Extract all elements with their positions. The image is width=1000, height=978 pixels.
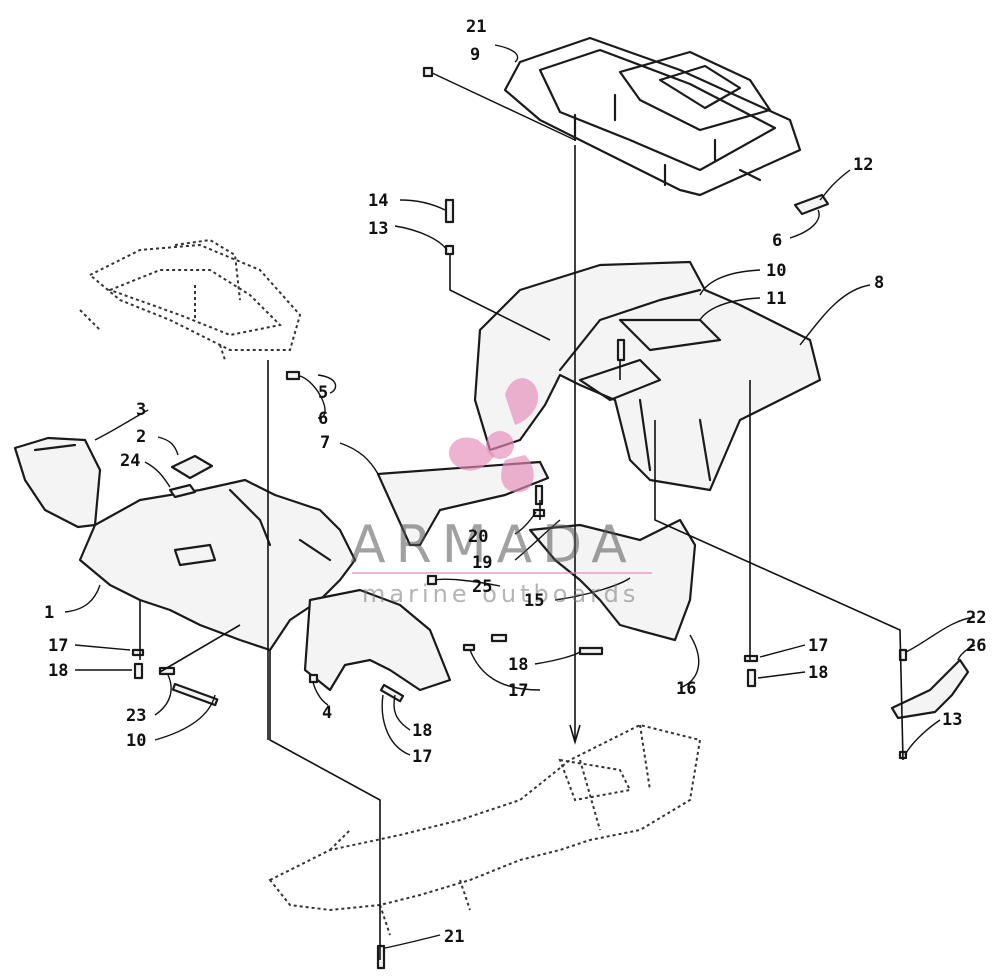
callout-25: 25 bbox=[472, 577, 492, 597]
callout-14: 14 bbox=[368, 191, 388, 211]
callout-12: 12 bbox=[853, 155, 873, 175]
callout-18: 18 bbox=[808, 663, 828, 683]
rear-rack-part bbox=[429, 36, 802, 197]
hitch-bracket-part bbox=[890, 658, 970, 720]
callout-24: 24 bbox=[120, 451, 140, 471]
callout-18: 18 bbox=[412, 721, 432, 741]
leader-lines bbox=[64, 44, 976, 949]
callout-9: 9 bbox=[470, 45, 480, 65]
callout-18: 18 bbox=[508, 655, 528, 675]
callout-18: 18 bbox=[48, 661, 68, 681]
callout-19: 19 bbox=[472, 553, 492, 573]
callout-17: 17 bbox=[48, 636, 68, 656]
callout-1: 1 bbox=[44, 603, 54, 623]
front-panel-part bbox=[13, 436, 102, 529]
watermark-propeller-icon bbox=[448, 378, 539, 493]
decal-2-part bbox=[170, 454, 214, 480]
callout-17: 17 bbox=[412, 747, 432, 767]
callout-6: 6 bbox=[772, 231, 782, 251]
front-fender-part bbox=[78, 478, 452, 692]
callout-13: 13 bbox=[942, 710, 962, 730]
callout-22: 22 bbox=[966, 608, 986, 628]
callout-20: 20 bbox=[468, 527, 488, 547]
callout-7: 7 bbox=[320, 433, 330, 453]
mud-guard-part bbox=[528, 518, 697, 642]
chassis-frame-part bbox=[268, 723, 702, 936]
callout-26: 26 bbox=[966, 636, 986, 656]
callout-labels: 21 9 12 6 14 13 10 11 8 5 6 3 2 7 24 20 … bbox=[44, 17, 986, 947]
callout-5: 5 bbox=[318, 383, 328, 403]
callout-2: 2 bbox=[136, 427, 146, 447]
bracket-12-part bbox=[793, 193, 830, 216]
callout-6: 6 bbox=[318, 409, 328, 429]
callout-15: 15 bbox=[524, 591, 544, 611]
watermark-tagline: marine outboards bbox=[362, 580, 639, 608]
callout-21: 21 bbox=[466, 17, 486, 37]
callout-10: 10 bbox=[126, 731, 146, 751]
callout-10: 10 bbox=[766, 261, 786, 281]
watermark-brand: ARMADA bbox=[350, 515, 637, 575]
front-rack-dashed-part bbox=[79, 238, 302, 361]
callout-3: 3 bbox=[136, 400, 146, 420]
callout-4: 4 bbox=[322, 703, 332, 723]
watermark: ARMADA marine outboards bbox=[350, 378, 652, 608]
callout-16: 16 bbox=[676, 679, 696, 699]
assembly-axis-lines bbox=[139, 145, 904, 960]
callout-23: 23 bbox=[126, 706, 146, 726]
callout-17: 17 bbox=[508, 681, 528, 701]
callout-13: 13 bbox=[368, 219, 388, 239]
retainer-24-part bbox=[168, 483, 197, 499]
callout-11: 11 bbox=[766, 289, 786, 309]
callout-17: 17 bbox=[808, 636, 828, 656]
callout-21: 21 bbox=[444, 927, 464, 947]
callout-8: 8 bbox=[874, 273, 884, 293]
